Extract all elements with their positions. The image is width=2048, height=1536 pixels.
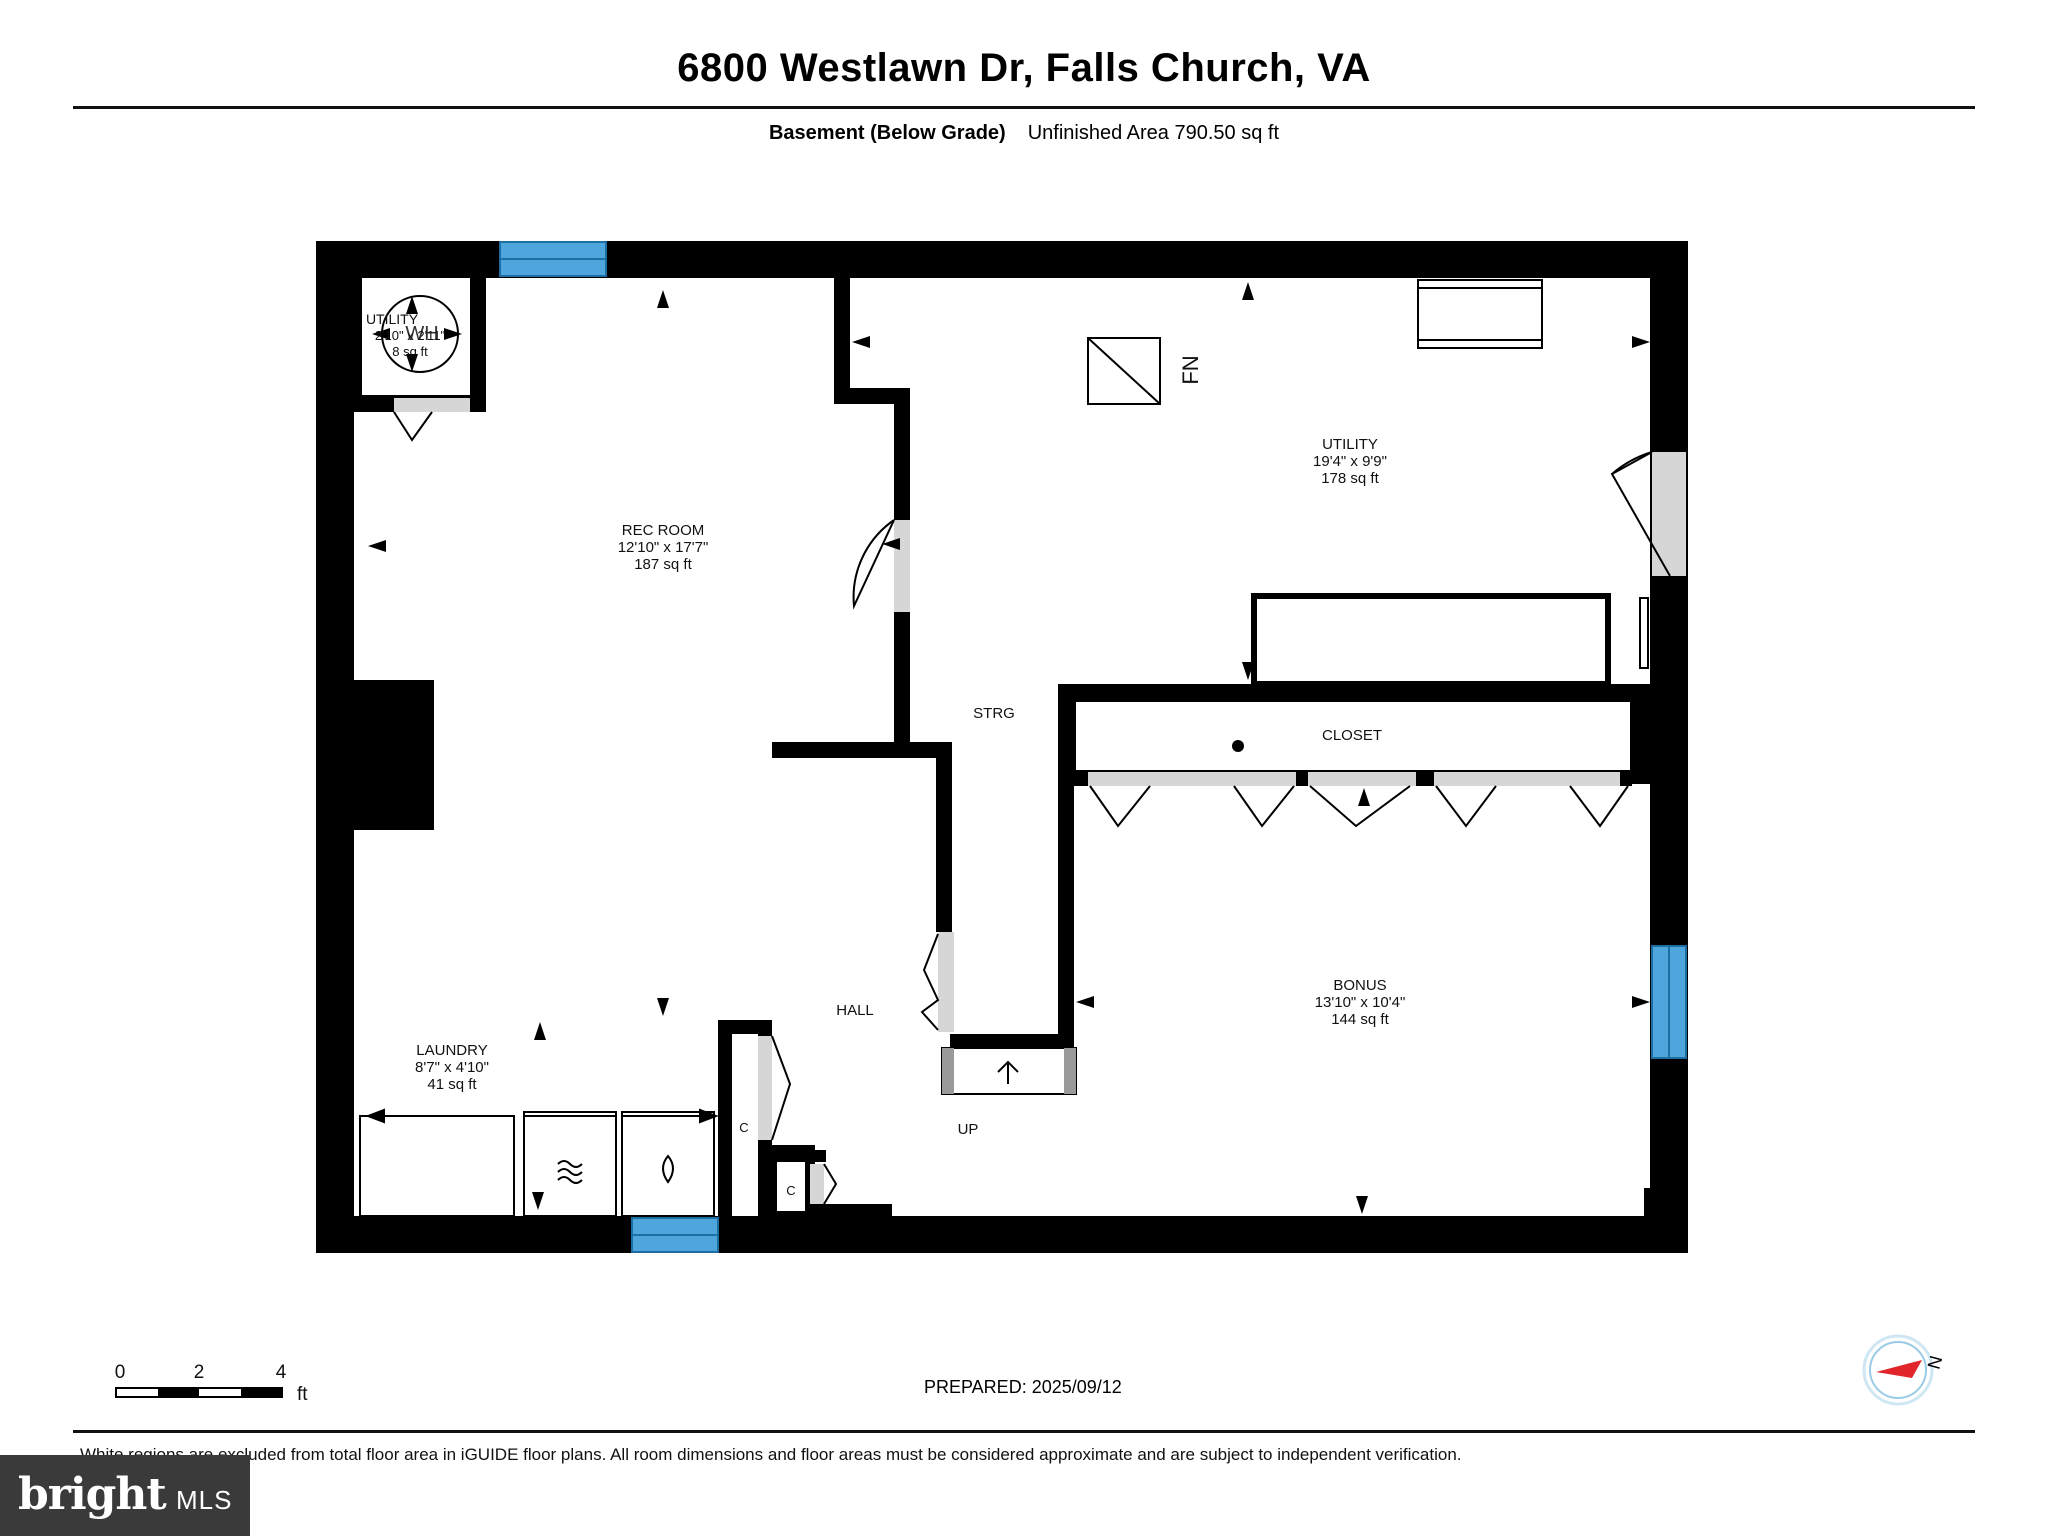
scale-tick-4: 4	[276, 1362, 287, 1383]
utility-dims: 19'4" x 9'9"	[1313, 453, 1387, 470]
compass-needle	[1876, 1360, 1922, 1378]
strg-label: STRG	[973, 705, 1015, 722]
bonus-area: 144 sq ft	[1331, 1011, 1389, 1028]
rec-room-area: 187 sq ft	[634, 556, 692, 573]
page-title: 6800 Westlawn Dr, Falls Church, VA	[677, 46, 1371, 90]
utility-area: 178 sq ft	[1321, 470, 1379, 487]
closet-label: CLOSET	[1322, 727, 1382, 744]
level-name: Basement (Below Grade)	[768, 122, 1006, 144]
laundry-name: LAUNDRY	[416, 1042, 487, 1059]
closet-unit	[1072, 698, 1634, 828]
rec-room-name: REC ROOM	[622, 522, 705, 539]
bonus-dims: 13'10" x 10'4"	[1315, 994, 1406, 1011]
header-rule	[73, 106, 1975, 109]
scale-tick-0: 0	[115, 1362, 126, 1383]
level-subtitle: Basement (Below Grade) Unfinished Area 79…	[0, 122, 2048, 145]
disclaimer-text: White regions are excluded from total fl…	[80, 1445, 1462, 1464]
furnace-label: FN	[1178, 355, 1203, 384]
prepared-date: PREPARED: 2025/09/12	[924, 1377, 1122, 1397]
closet-c1-label: C	[739, 1120, 748, 1135]
scale-unit: ft	[297, 1384, 308, 1405]
utility-small-dims: 2'10" x 2'11"	[375, 328, 446, 343]
windows	[499, 241, 1687, 1253]
walls	[316, 241, 1688, 1253]
camera-markers	[368, 282, 1650, 1214]
level-area: Unfinished Area 790.50 sq ft	[1027, 122, 1279, 144]
brand-suffix: MLS	[176, 1485, 233, 1515]
brand-name: bright	[18, 1469, 167, 1520]
laundry-arrows	[365, 1108, 719, 1124]
water-heater-label: WH	[405, 323, 438, 345]
bonus-name: BONUS	[1333, 977, 1386, 994]
brand-logo: bright MLS	[0, 1455, 250, 1536]
footer-rule	[73, 1430, 1975, 1433]
laundry-dims: 8'7" x 4'10"	[415, 1059, 489, 1076]
utility-name: UTILITY	[1322, 436, 1378, 453]
stairs	[941, 1047, 1077, 1095]
stairs-up-label: UP	[958, 1121, 979, 1138]
room-labels: UTILITY 2'10" x 2'11" 8 sq ft WH REC ROO…	[366, 311, 1405, 1198]
rec-room-dims: 12'10" x 17'7"	[618, 539, 709, 556]
scale-tick-2: 2	[194, 1362, 205, 1383]
utility-small-area: 8 sq ft	[392, 344, 428, 359]
closet-c2-label: C	[786, 1183, 795, 1198]
scale-bar: 0 2 4 ft	[115, 1362, 309, 1405]
doors	[393, 398, 1686, 1205]
laundry-area: 41 sq ft	[427, 1076, 477, 1093]
utility-small-name: UTILITY	[366, 311, 419, 327]
hall-label: HALL	[836, 1002, 874, 1019]
